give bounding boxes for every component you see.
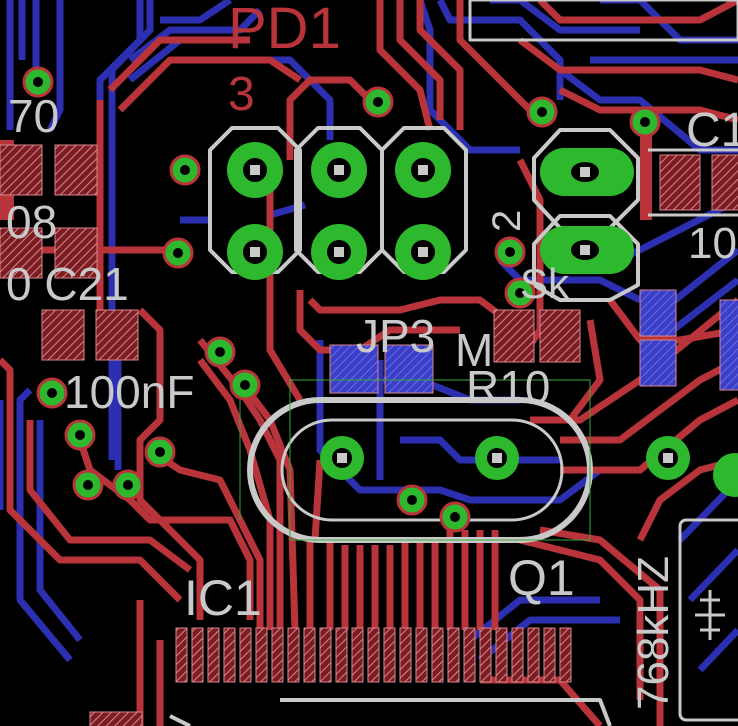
label-jp-m: M <box>455 324 493 376</box>
via <box>72 469 104 501</box>
via <box>439 501 471 533</box>
label-100nf: 100nF <box>64 366 194 418</box>
label-c21: 0 C21 <box>6 258 129 310</box>
label-2: 2 <box>485 210 529 232</box>
header-pads <box>227 142 451 280</box>
jumper-pads <box>540 148 634 274</box>
label-q1: Q1 <box>508 550 575 606</box>
header-pin <box>311 224 367 280</box>
header-pin <box>227 224 283 280</box>
label-ic1: IC1 <box>184 570 262 626</box>
via <box>169 154 201 186</box>
via <box>526 96 558 128</box>
via <box>36 377 68 409</box>
vias <box>22 66 661 533</box>
label-sk: Sk <box>520 260 570 307</box>
via <box>22 66 54 98</box>
crystal-pads <box>320 436 738 497</box>
via <box>504 277 536 309</box>
label-c1x: C1 <box>686 104 738 157</box>
header-pin <box>227 142 283 198</box>
via <box>629 106 661 138</box>
header-pin <box>311 142 367 198</box>
via <box>494 236 526 268</box>
via <box>162 237 194 269</box>
via <box>362 86 394 118</box>
label-pin3: 3 <box>228 68 255 121</box>
label-r10: R10 <box>466 361 550 413</box>
label-r08: 08 <box>6 196 57 248</box>
ic1-pad-row <box>175 627 572 683</box>
via <box>112 469 144 501</box>
label-r70: 70 <box>8 90 59 142</box>
label-jp: JP3 <box>356 310 435 362</box>
via <box>396 484 428 516</box>
smd-pads <box>0 144 738 726</box>
via <box>64 419 96 451</box>
silkscreen-labels: PD1 3 70 08 0 C21 100nF JP3 M R10 Sk 2 C… <box>6 0 738 710</box>
label-freq: 768kHZ <box>629 556 678 710</box>
via <box>229 369 261 401</box>
header-pin <box>395 142 451 198</box>
via <box>204 336 236 368</box>
silkscreen-outlines <box>169 0 738 726</box>
via <box>144 436 176 468</box>
label-pd1: PD1 <box>228 0 341 61</box>
header-pin <box>395 224 451 280</box>
label-10: 10 <box>688 219 737 268</box>
